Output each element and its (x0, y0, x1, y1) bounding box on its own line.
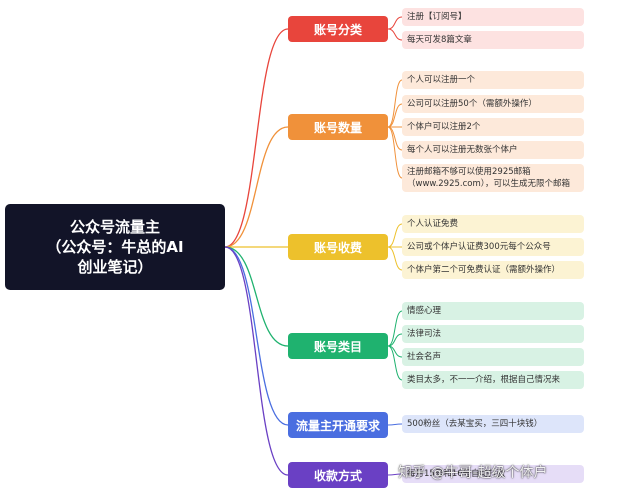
root-title: 公众号流量主 (69, 218, 160, 236)
leaf-account-count-2: 公司可以注册50个（需额外操作） (402, 95, 584, 113)
leaf-account-type-1: 注册【订阅号】 (402, 8, 584, 26)
root-subtitle-line-2: 创业笔记） (77, 258, 153, 276)
edge-root-to-category (224, 126, 289, 248)
leaf-account-count-3: 个体户可以注册2个 (402, 118, 584, 136)
leaf-account-fee-3: 个体户第二个可免费认证（需额外操作） (402, 261, 584, 279)
root-node: 公众号流量主 （公众号：牛总的AI 创业笔记） (5, 204, 225, 290)
edge-category-to-leaf (387, 16, 403, 30)
edge-category-to-leaf (387, 103, 403, 128)
category-account-count: 账号数量 (288, 114, 388, 140)
edge-category-to-leaf (387, 310, 403, 347)
leaf-monetization-requirement-1: 500粉丝（去某宝买，三四十块钱） (402, 415, 584, 433)
edge-category-to-leaf (387, 79, 403, 128)
edge-category-to-leaf (387, 246, 403, 271)
root-subtitle-line-1: （公众号：牛总的AI (46, 238, 184, 256)
edge-category-to-leaf (387, 223, 403, 248)
leaf-account-fee-2: 公司或个体户认证费300元每个公众号 (402, 238, 584, 256)
leaf-account-topic-4: 类目太多，不一一介绍，根据自己情况来 (402, 371, 584, 389)
edge-category-to-leaf (387, 333, 403, 347)
edge-category-to-leaf (387, 28, 403, 41)
category-account-fee: 账号收费 (288, 234, 388, 260)
leaf-account-count-4: 每个人可以注册无数张个体户 (402, 141, 584, 159)
leaf-account-count-5: 注册邮箱不够可以使用2925邮箱（www.2925.com），可以生成无限个邮箱 (402, 164, 584, 192)
watermark-text: 知乎 @牛哥-超级个体户 (398, 465, 548, 481)
edge-root-to-category (224, 246, 289, 426)
leaf-account-topic-3: 社会名声 (402, 348, 584, 366)
category-monetization-requirement: 流量主开通要求 (288, 412, 388, 438)
category-payment-method: 收款方式 (288, 462, 388, 488)
edge-root-to-category (224, 246, 289, 476)
leaf-account-topic-1: 情感心理 (402, 302, 584, 320)
edge-root-to-category (224, 246, 289, 347)
edge-category-to-leaf (387, 345, 403, 381)
edge-category-to-leaf (387, 126, 403, 151)
edge-category-to-leaf (387, 423, 403, 426)
edge-category-to-leaf (387, 473, 403, 476)
leaf-account-topic-2: 法律司法 (402, 325, 584, 343)
edge-root-to-category (224, 28, 289, 248)
category-account-type: 账号分类 (288, 16, 388, 42)
edge-category-to-leaf (387, 126, 403, 179)
leaf-payment-method-1: 每月15号和16号自动打款 (402, 465, 584, 483)
category-account-topic: 账号类目 (288, 333, 388, 359)
leaf-account-type-2: 每天可发8篇文章 (402, 31, 584, 49)
leaf-account-count-1: 个人可以注册一个 (402, 71, 584, 89)
leaf-account-fee-1: 个人认证免费 (402, 215, 584, 233)
